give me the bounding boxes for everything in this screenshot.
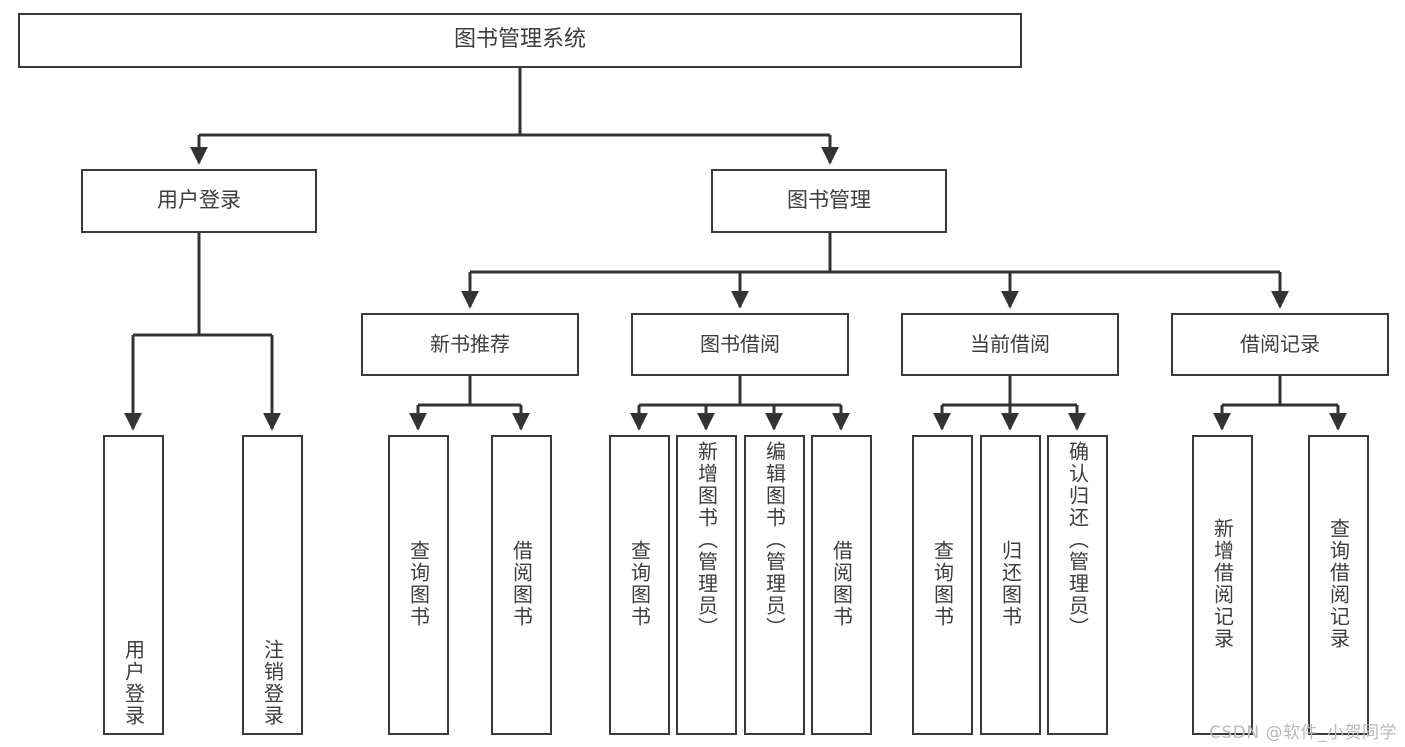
node-borrow-record[interactable]: 借阅记录: [1171, 313, 1389, 376]
leaf-edit-book[interactable]: 编辑图书（管理员）: [744, 435, 805, 735]
leaf-query-book-2-label: 查询图书: [627, 540, 652, 628]
node-new-book-rec[interactable]: 新书推荐: [361, 313, 579, 376]
node-book-borrow[interactable]: 图书借阅: [631, 313, 849, 376]
node-borrow-record-label: 借阅记录: [1240, 332, 1320, 357]
node-user-login[interactable]: 用户登录: [81, 169, 317, 233]
leaf-confirm-return-label: 确认归还（管理员）: [1065, 441, 1090, 639]
node-book-manage-label: 图书管理: [787, 188, 871, 213]
node-new-book-rec-label: 新书推荐: [430, 332, 510, 357]
leaf-confirm-return[interactable]: 确认归还（管理员）: [1047, 435, 1108, 735]
node-current-borrow-label: 当前借阅: [970, 332, 1050, 357]
leaf-edit-book-label: 编辑图书（管理员）: [762, 441, 787, 639]
leaf-query-book-2[interactable]: 查询图书: [609, 435, 670, 735]
leaf-user-login-label: 用户登录: [121, 639, 146, 727]
node-root[interactable]: 图书管理系统: [18, 13, 1022, 68]
leaf-add-book[interactable]: 新增图书（管理员）: [676, 435, 737, 735]
leaf-add-book-label: 新增图书（管理员）: [694, 441, 719, 639]
leaf-logout-label: 注销登录: [260, 639, 285, 727]
node-user-login-label: 用户登录: [157, 188, 241, 213]
node-root-label: 图书管理系统: [453, 27, 586, 53]
watermark: CSDN @软件_小贺同学: [1209, 723, 1397, 743]
leaf-borrow-book-1[interactable]: 借阅图书: [491, 435, 552, 735]
leaf-borrow-book-2-label: 借阅图书: [829, 540, 854, 628]
leaf-borrow-book-2[interactable]: 借阅图书: [811, 435, 872, 735]
leaf-query-book-1[interactable]: 查询图书: [388, 435, 449, 735]
leaf-user-login[interactable]: 用户登录: [103, 435, 164, 735]
leaf-query-book-1-label: 查询图书: [406, 540, 431, 628]
leaf-query-book-3-label: 查询图书: [930, 540, 955, 628]
leaf-logout[interactable]: 注销登录: [242, 435, 303, 735]
leaf-query-book-3[interactable]: 查询图书: [912, 435, 973, 735]
leaf-add-record-label: 新增借阅记录: [1210, 518, 1235, 650]
node-book-manage[interactable]: 图书管理: [711, 169, 947, 233]
node-book-borrow-label: 图书借阅: [700, 332, 780, 357]
leaf-borrow-book-1-label: 借阅图书: [509, 540, 534, 628]
leaf-add-record[interactable]: 新增借阅记录: [1192, 435, 1253, 735]
leaf-return-book[interactable]: 归还图书: [980, 435, 1041, 735]
leaf-query-record-label: 查询借阅记录: [1326, 518, 1351, 650]
node-current-borrow[interactable]: 当前借阅: [901, 313, 1119, 376]
leaf-query-record[interactable]: 查询借阅记录: [1308, 435, 1369, 735]
leaf-return-book-label: 归还图书: [998, 540, 1023, 628]
